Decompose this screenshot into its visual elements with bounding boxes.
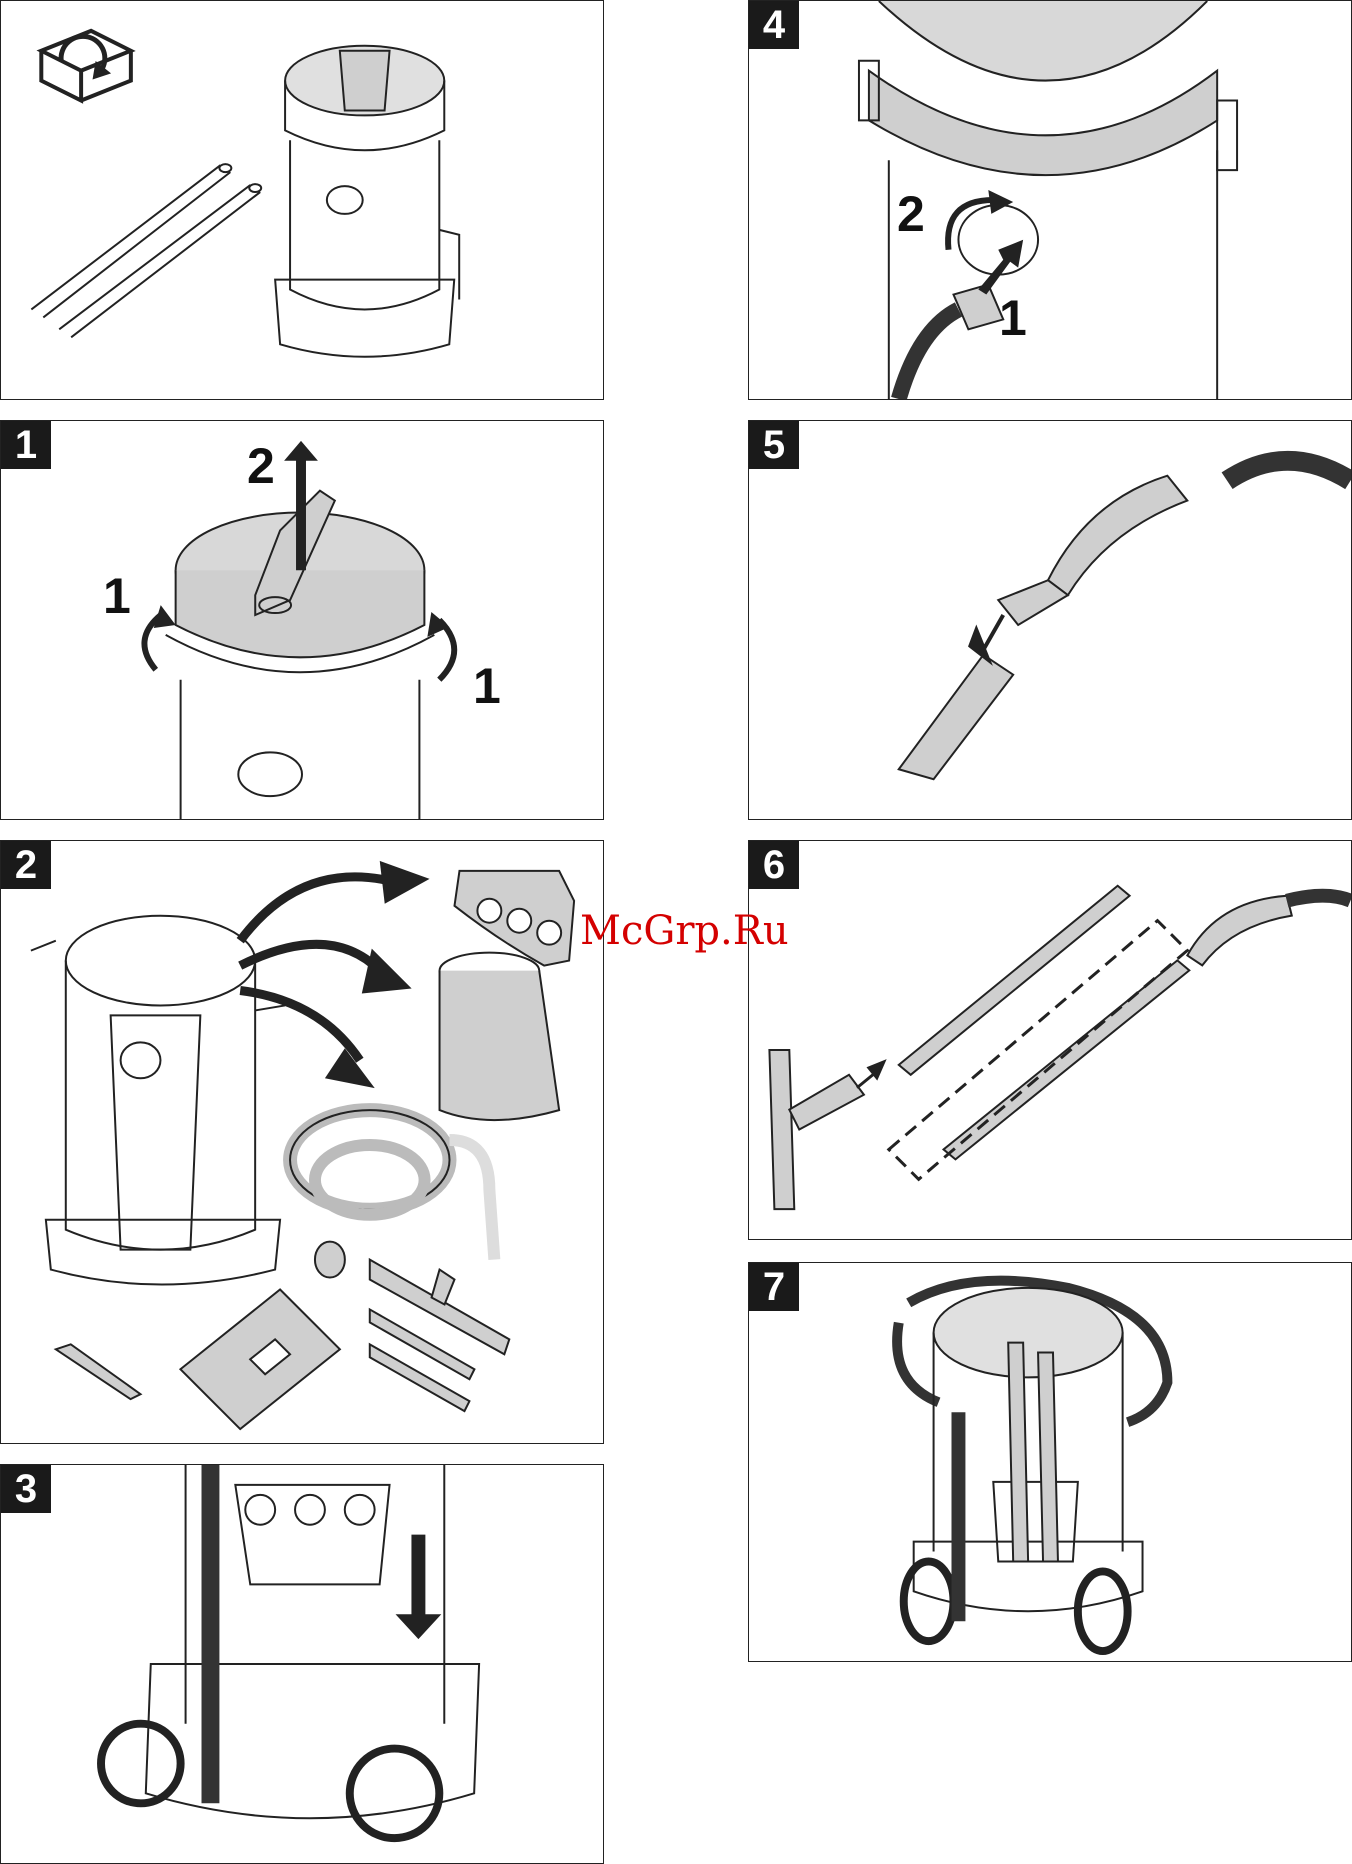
- unpack-box-icon: [41, 31, 131, 101]
- filter-bag: [440, 953, 560, 1120]
- paper-filter-bag: [180, 1290, 339, 1430]
- down-arrow: [396, 1535, 442, 1639]
- watermark: McGrp.Ru: [580, 908, 789, 954]
- callout-insert: 1: [999, 293, 1027, 343]
- accessory-holder: [454, 871, 574, 966]
- floor-nozzle: [769, 1050, 864, 1209]
- crevice-nozzle: [56, 1344, 141, 1399]
- panel-step-2: 2: [0, 840, 604, 1444]
- extension-tubes: [899, 886, 1190, 1160]
- hose: [899, 309, 959, 399]
- suction-hose: [290, 1110, 494, 1277]
- step-7-illustration: [749, 1263, 1351, 1661]
- hose: [1227, 461, 1350, 481]
- panel-step-6: 6: [748, 840, 1352, 1240]
- step-4-illustration: [749, 1, 1351, 399]
- crevice-nozzle: [899, 655, 1013, 779]
- extension-tubes: [31, 164, 261, 337]
- panel-step-5: 5: [748, 420, 1352, 820]
- step-6-illustration: [749, 841, 1351, 1239]
- panel-step-1: 1 2 1 1: [0, 420, 604, 820]
- hose-handle: [998, 476, 1187, 625]
- step-2-illustration: [1, 841, 603, 1443]
- panel-step-3: 3: [0, 1464, 604, 1864]
- step-3-illustration: [1, 1465, 603, 1863]
- panel-unpack: [0, 0, 604, 400]
- callout-lift: 2: [247, 441, 275, 491]
- step-5-illustration: [749, 421, 1351, 819]
- floor-nozzle: [370, 1260, 510, 1355]
- hose-handle: [1187, 896, 1291, 966]
- panel-step-7: 7: [748, 1262, 1352, 1662]
- callout-rotate: 2: [897, 189, 925, 239]
- callout-rotate-left: 1: [103, 571, 131, 621]
- step-1-illustration: [1, 421, 603, 819]
- removal-arrows: [240, 877, 390, 1060]
- callout-rotate-right: 1: [473, 661, 501, 711]
- unpack-illustration: [1, 1, 603, 399]
- vacuum-container: [31, 916, 285, 1285]
- vacuum-body: [275, 46, 459, 357]
- panel-step-4: 4 2 1: [748, 0, 1352, 400]
